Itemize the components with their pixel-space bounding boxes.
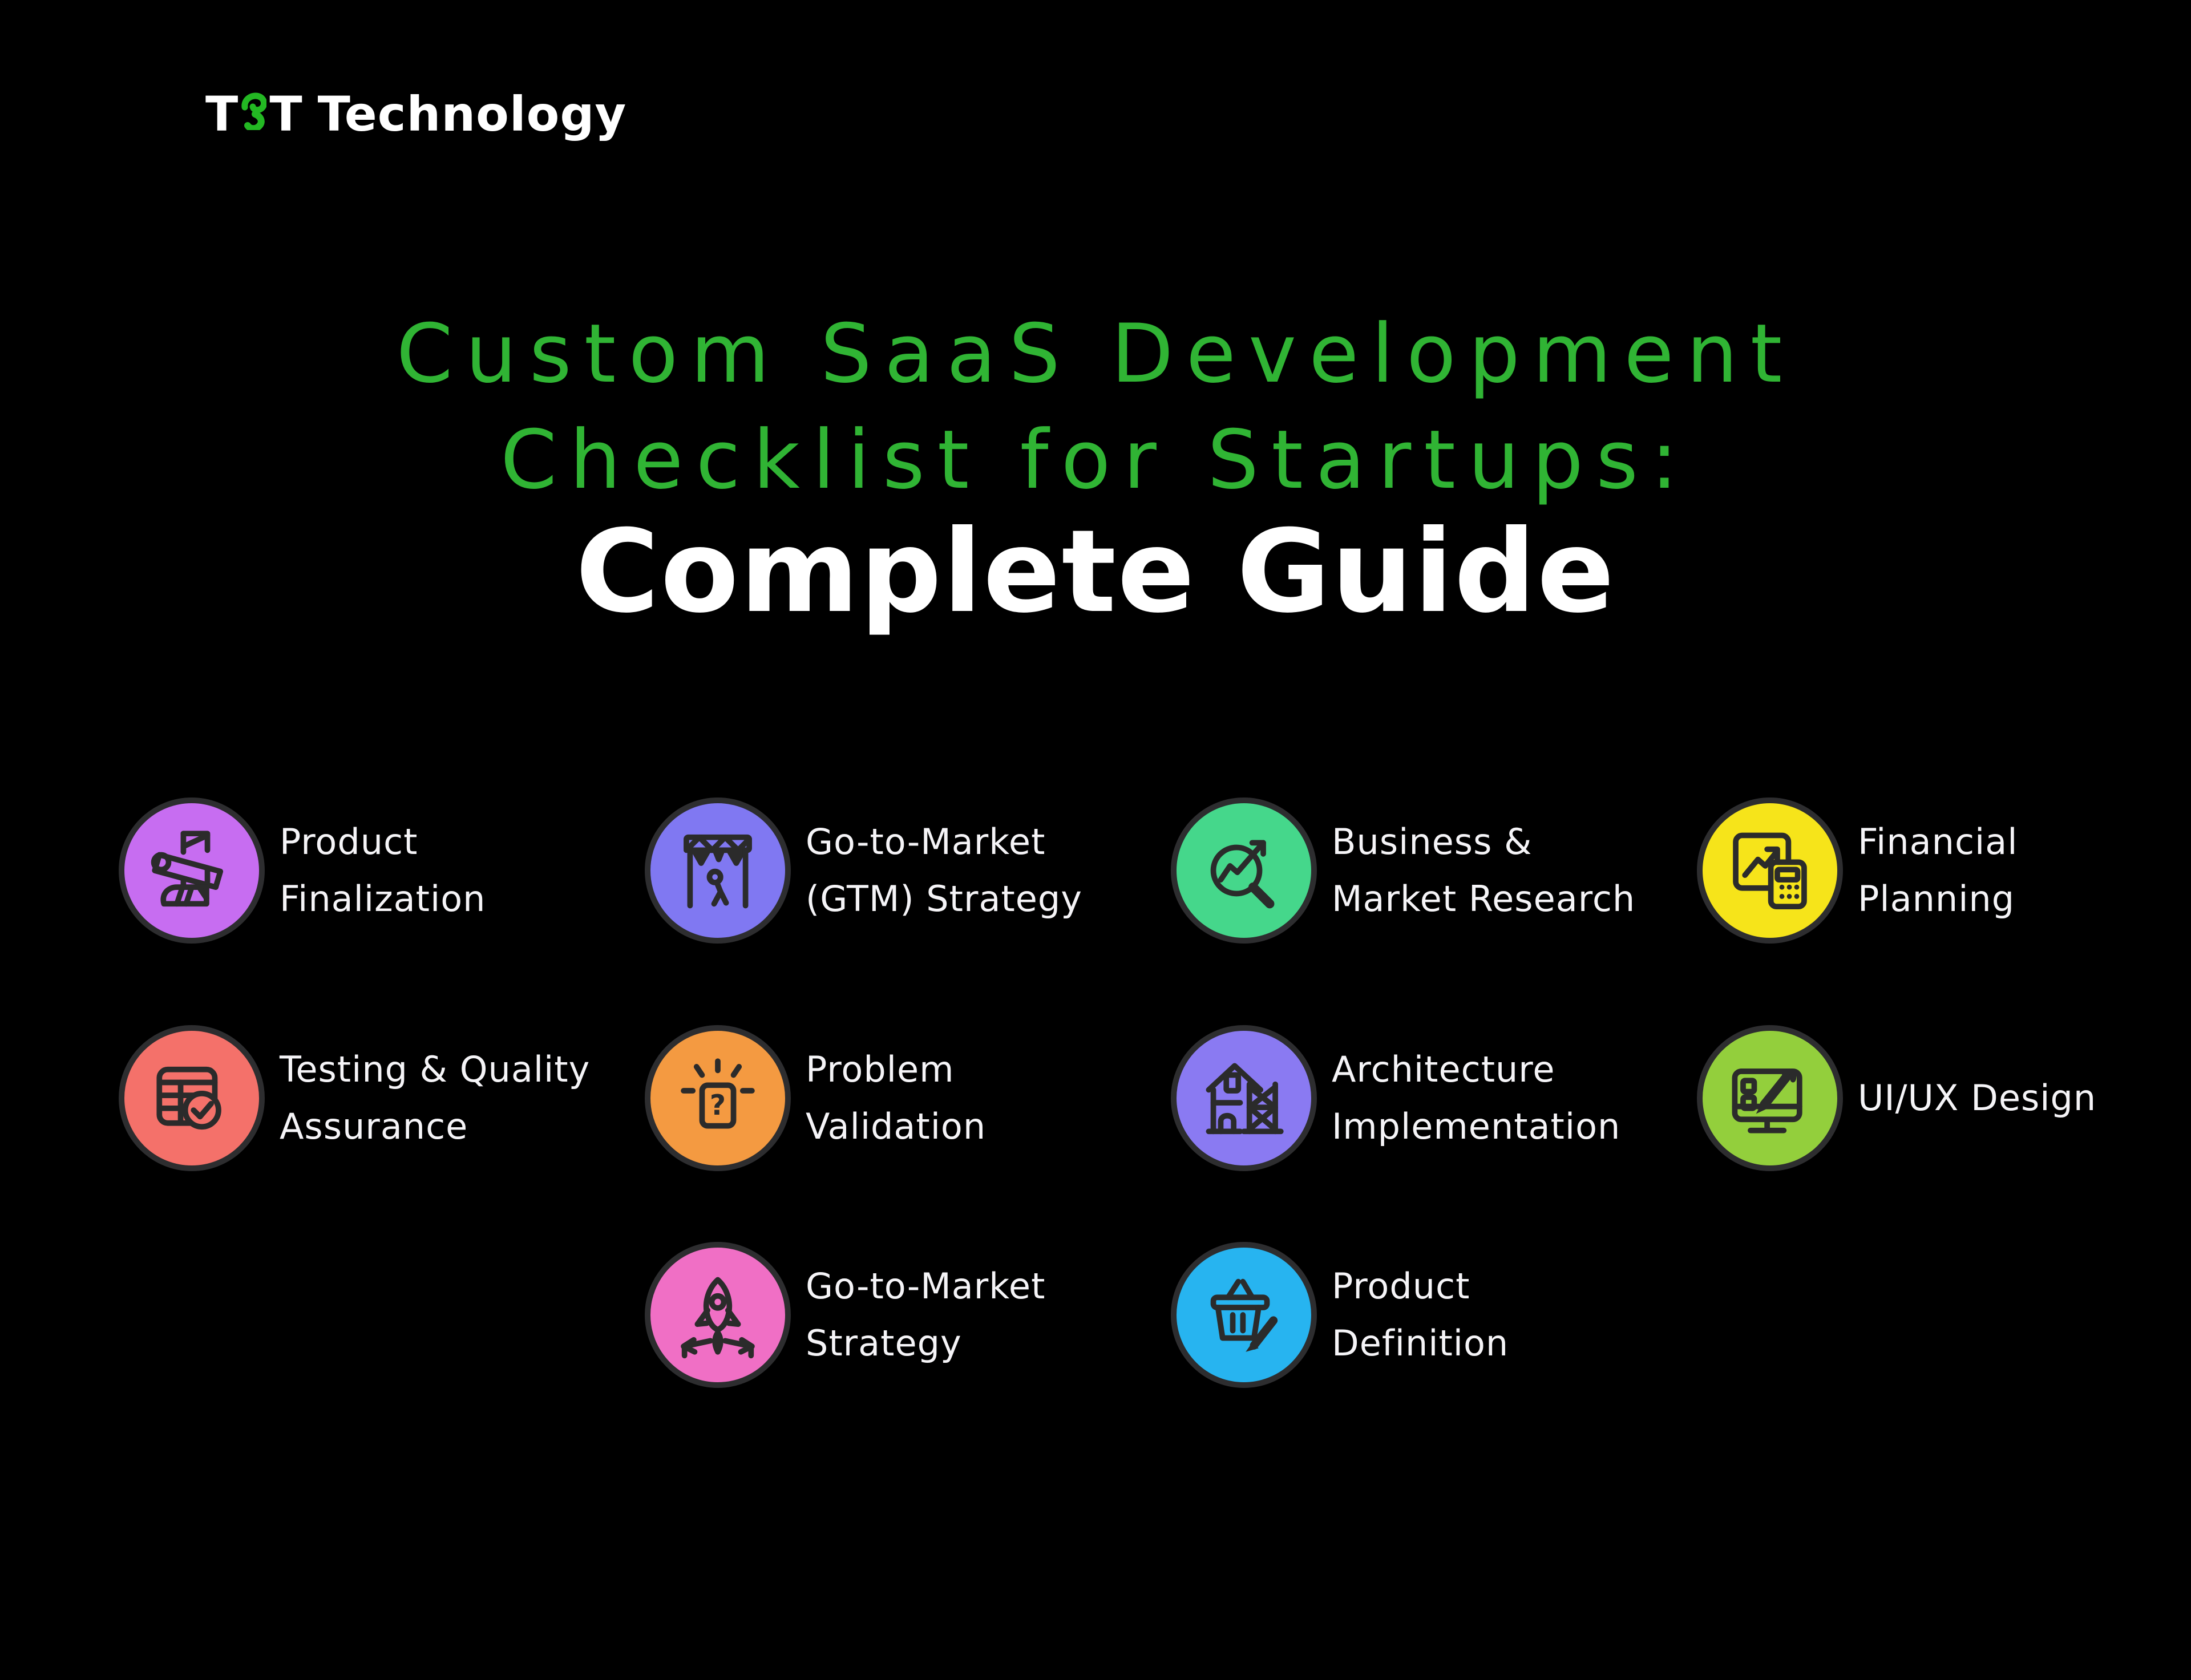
logo-word: Technology	[317, 86, 627, 142]
logo-letter-t1: T	[205, 86, 239, 142]
logo-letter-t2: T	[269, 86, 303, 142]
checklist-item-label-line: Finalization	[280, 878, 486, 920]
checklist-item-label-line: Problem	[806, 1049, 955, 1090]
checklist-item-label: UI/UX Design	[1858, 1025, 2096, 1171]
magnifier-trend-icon-badge	[1171, 798, 1317, 944]
brand-logo: T T Technology	[205, 90, 626, 138]
checklist-item-label-line: Validation	[806, 1106, 987, 1147]
checklist-item-label-line: Testing & Quality	[280, 1049, 591, 1090]
checklist-item-label: Business & Market Research	[1332, 798, 1635, 944]
checklist-item: Go-to-Market (GTM) Strategy	[645, 798, 1082, 944]
title-line-2: Checklist for Startups:	[500, 413, 1691, 507]
checklist-item-label-line: Definition	[1332, 1322, 1509, 1364]
checklist-item-label: Go-to-Market (GTM) Strategy	[806, 798, 1082, 944]
magnifier-trend-icon	[1210, 840, 1275, 909]
house-scaffold-icon	[1206, 1063, 1284, 1135]
chart-calculator-icon	[1733, 832, 1807, 910]
checklist-item-label-line: UI/UX Design	[1858, 1077, 2097, 1119]
product-finalization-icon	[151, 831, 224, 907]
checklist-item-label-line: Product	[1332, 1265, 1470, 1307]
checklist-item-label-line: Architecture	[1332, 1049, 1555, 1090]
question-card-icon: ?	[681, 1058, 755, 1129]
checklist-item-label-line: Product	[280, 821, 418, 863]
basket-pencil-icon	[1210, 1278, 1278, 1352]
house-scaffold-icon-badge	[1171, 1025, 1317, 1171]
market-stall-icon	[684, 834, 752, 909]
checklist-item-label-line: Market Research	[1332, 878, 1636, 920]
rocket-launch-icon-badge	[645, 1242, 791, 1388]
checklist-item-label-line: Implementation	[1332, 1106, 1621, 1147]
checklist-item-label-line: Go-to-Market	[806, 1265, 1046, 1307]
checklist-item-label-line: Planning	[1858, 878, 2015, 920]
monitor-pencil-icon	[1732, 1068, 1802, 1134]
page-title-main: Complete Guide	[575, 505, 1616, 638]
table-check-icon	[156, 1066, 221, 1130]
chart-calculator-icon-badge	[1697, 798, 1843, 944]
checklist-item-label-line: Assurance	[280, 1106, 468, 1147]
monitor-pencil-icon-badge	[1697, 1025, 1843, 1171]
title-line-1: Custom SaaS Development	[396, 307, 1795, 401]
checklist-item: UI/UX Design	[1697, 1025, 2096, 1171]
question-card-icon-badge: ?	[645, 1025, 791, 1171]
rocket-launch-icon	[681, 1277, 755, 1359]
page-title-accent: Custom SaaS Development Checklist for St…	[0, 301, 2191, 513]
checklist-item-label-line: (GTM) Strategy	[806, 878, 1082, 920]
checklist-item-label-line: Financial	[1858, 821, 2018, 863]
checklist-item-label-line: Business &	[1332, 821, 1533, 863]
checklist-item-label-line: Strategy	[806, 1322, 962, 1364]
basket-pencil-icon-badge	[1171, 1242, 1317, 1388]
checklist-item: Business & Market Research	[1171, 798, 1635, 944]
market-stall-icon-badge	[645, 798, 791, 944]
table-check-icon-badge	[119, 1025, 265, 1171]
logo-s-glyph	[241, 92, 267, 130]
svg-text:?: ?	[710, 1090, 726, 1122]
checklist-item-label-line: Go-to-Market	[806, 821, 1046, 863]
product-finalization-icon-badge	[119, 798, 265, 944]
